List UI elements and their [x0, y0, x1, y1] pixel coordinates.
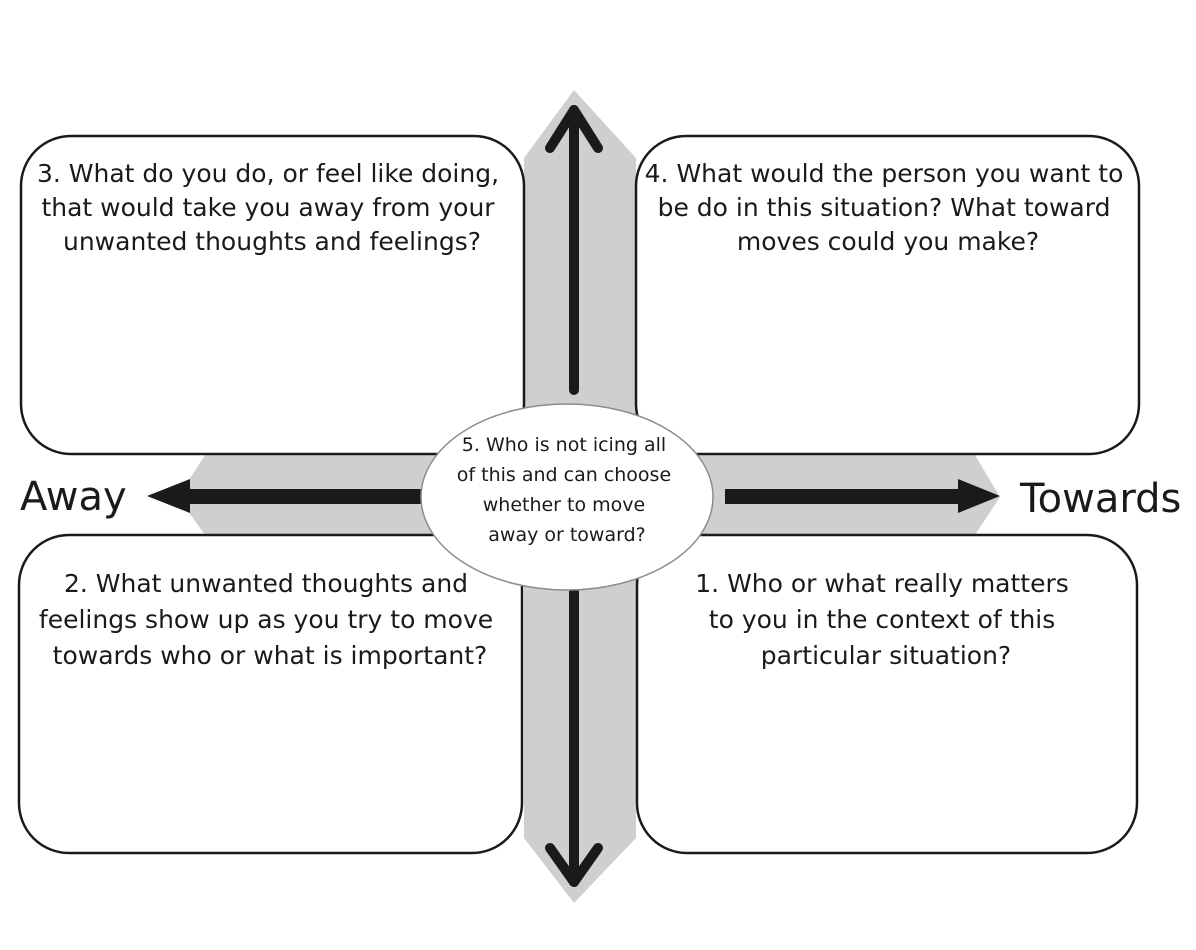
- quadrant-text-top-left: 3. What do you do, or feel like doing, t…: [37, 159, 507, 256]
- center-ellipse: [420, 403, 714, 591]
- towards-label: Towards: [1019, 476, 1181, 522]
- quadrant-text-bottom-left: 2. What unwanted thoughts and feelings s…: [39, 569, 501, 670]
- left-arrow: [147, 479, 425, 513]
- quadrant-box-bottom-right: [635, 533, 1139, 855]
- center-text: 5. Who is not icing all of this and can …: [457, 434, 677, 546]
- quadrant-box-top-left: [19, 134, 526, 456]
- up-arrow: [545, 105, 603, 395]
- quadrant-text-bottom-right: 1. Who or what really matters to you in …: [695, 569, 1076, 670]
- quadrant-box-top-right: [634, 134, 1141, 456]
- away-label: Away: [20, 474, 127, 520]
- quadrant-box-bottom-left: [17, 533, 524, 855]
- right-arrow: [725, 479, 1000, 513]
- quadrant-text-top-right: 4. What would the person you want to be …: [645, 159, 1132, 256]
- down-arrow: [545, 587, 603, 887]
